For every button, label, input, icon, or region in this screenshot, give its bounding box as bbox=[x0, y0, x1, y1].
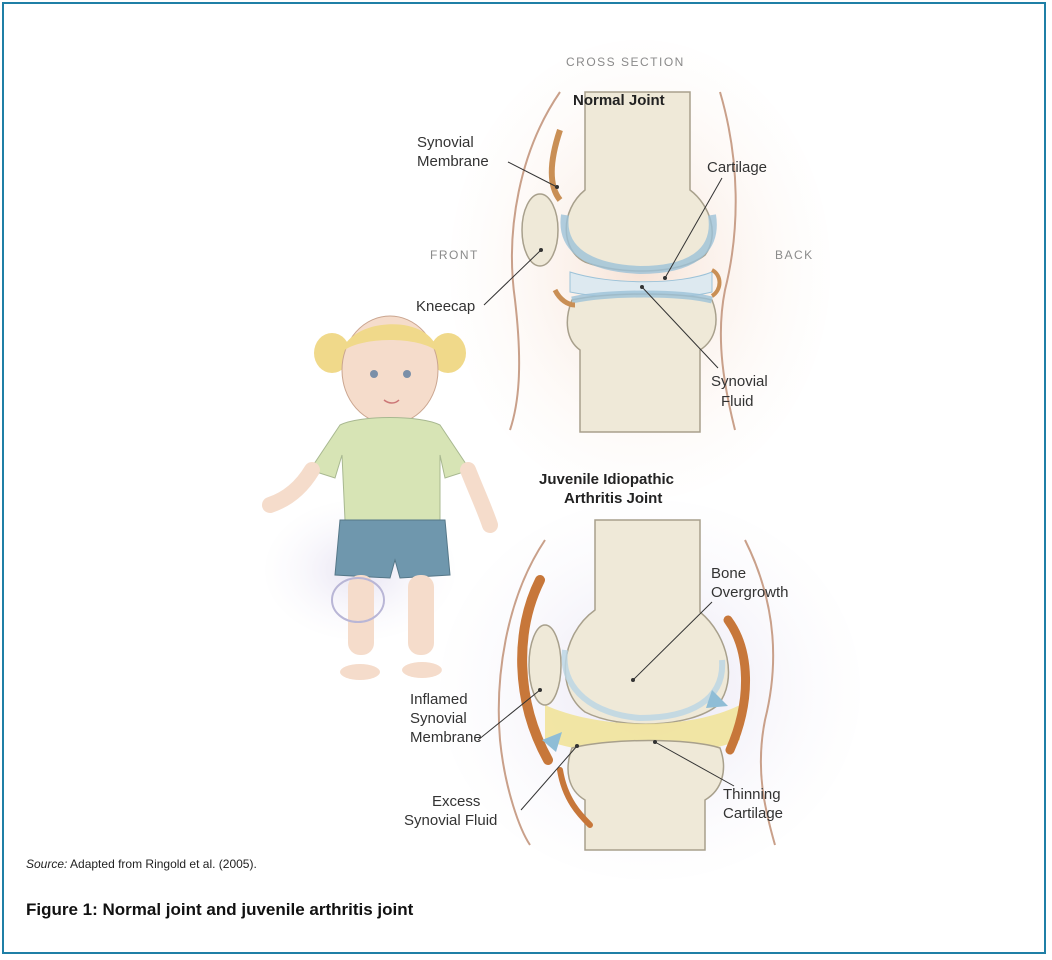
normal-joint-drawing bbox=[450, 40, 830, 500]
synovial-fluid-label-2: Fluid bbox=[721, 393, 754, 410]
synovial-membrane-label-1: Synovial bbox=[417, 134, 474, 151]
jia-title-line1: Juvenile Idiopathic bbox=[539, 471, 674, 488]
thinning-cartilage-label-2: Cartilage bbox=[723, 805, 783, 822]
kneecap-label: Kneecap bbox=[416, 298, 475, 315]
front-label: FRONT bbox=[430, 248, 479, 262]
source-label: Source: bbox=[26, 857, 67, 871]
figure-caption: Figure 1: Normal joint and juvenile arth… bbox=[26, 900, 413, 920]
cross-section-label: CROSS SECTION bbox=[566, 55, 685, 69]
inflamed-label-3: Membrane bbox=[410, 729, 482, 746]
source-text: Adapted from Ringold et al. (2005). bbox=[67, 857, 256, 871]
synovial-membrane-label-2: Membrane bbox=[417, 153, 489, 170]
jia-joint-drawing bbox=[440, 500, 860, 880]
source-note: Source: Adapted from Ringold et al. (200… bbox=[26, 857, 257, 871]
cartilage-label: Cartilage bbox=[707, 159, 767, 176]
back-label: BACK bbox=[775, 248, 814, 262]
inflamed-label-1: Inflamed bbox=[410, 691, 468, 708]
excess-fluid-label-1: Excess bbox=[432, 793, 480, 810]
jia-title-line2: Arthritis Joint bbox=[564, 490, 662, 507]
synovial-fluid-label-1: Synovial bbox=[711, 373, 768, 390]
bone-overgrowth-label-2: Overgrowth bbox=[711, 584, 789, 601]
excess-fluid-label-2: Synovial Fluid bbox=[404, 812, 497, 829]
bone-overgrowth-label-1: Bone bbox=[711, 565, 746, 582]
inflamed-label-2: Synovial bbox=[410, 710, 467, 727]
thinning-cartilage-label-1: Thinning bbox=[723, 786, 781, 803]
normal-joint-title: Normal Joint bbox=[573, 92, 665, 109]
